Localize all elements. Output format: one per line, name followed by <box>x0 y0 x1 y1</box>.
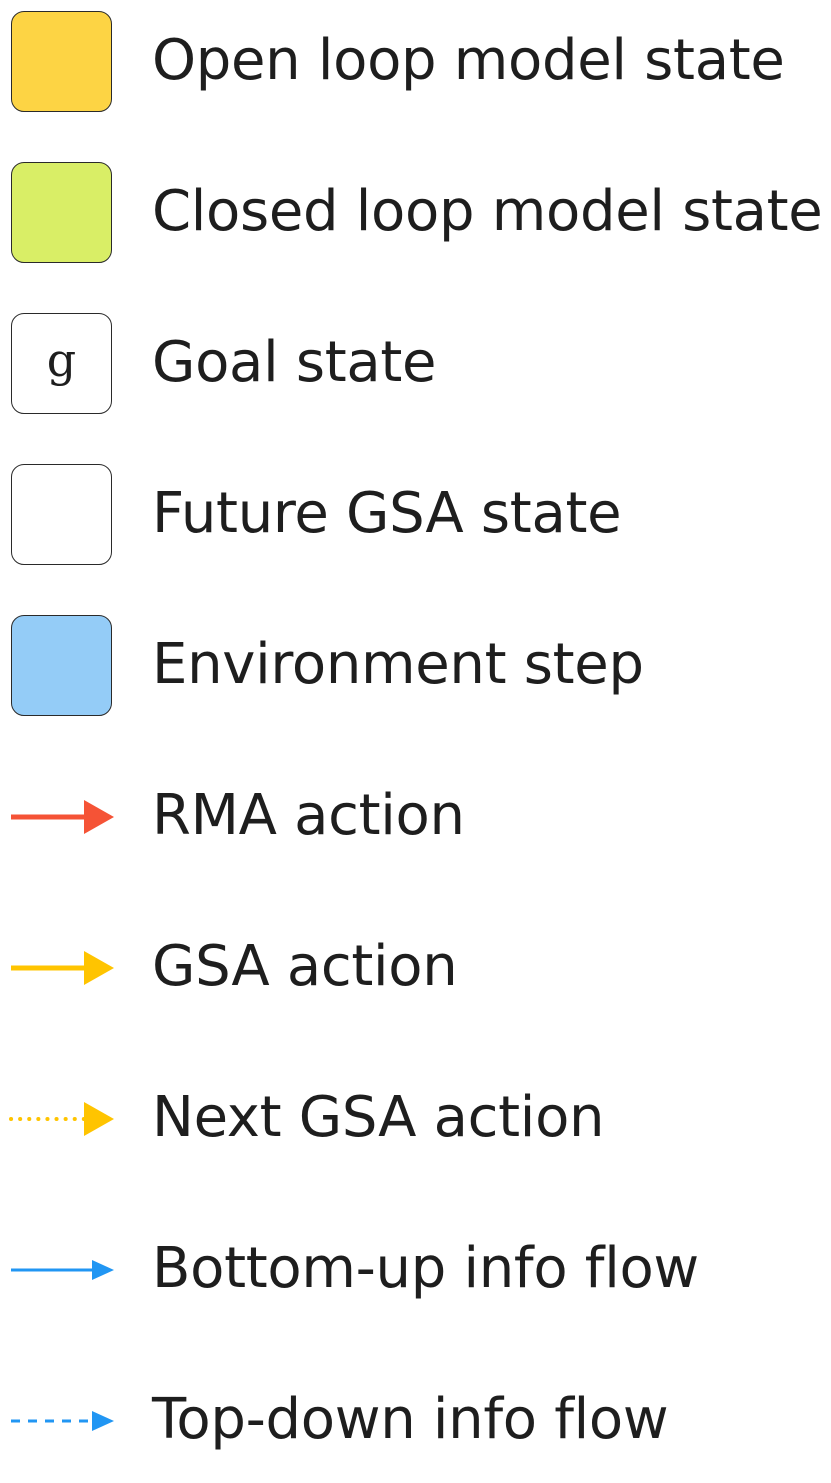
goal-state-swatch: g <box>11 313 112 414</box>
legend-item-open-loop-model-state: Open loop model state <box>0 11 831 115</box>
closed-loop-model-state-swatch <box>11 162 112 263</box>
legend-item-environment-step: Environment step <box>0 615 831 719</box>
arrow-head <box>84 800 114 834</box>
bottom-up-info-flow-arrow-icon <box>11 1260 114 1280</box>
gsa-action-arrow-icon <box>11 951 114 985</box>
top-down-info-flow-arrow-icon <box>11 1411 114 1431</box>
legend-item-bottom-up-info-flow: Bottom-up info flow <box>0 1219 831 1323</box>
legend-label: Environment step <box>152 632 644 697</box>
legend-item-next-gsa-action: Next GSA action <box>0 1068 831 1172</box>
next-gsa-action-arrow-icon <box>9 1102 114 1136</box>
legend-label: GSA action <box>152 934 458 999</box>
legend-item-future-gsa-state: Future GSA state <box>0 464 831 568</box>
legend-item-top-down-info-flow: Top-down info flow <box>0 1370 831 1474</box>
legend-item-goal-state: g Goal state <box>0 313 831 417</box>
open-loop-model-state-swatch <box>11 11 112 112</box>
arrow-head <box>92 1411 114 1431</box>
arrow-head <box>84 1102 114 1136</box>
arrow-head <box>92 1260 114 1280</box>
legend-label: RMA action <box>152 783 465 848</box>
legend-label: Closed loop model state <box>152 179 823 244</box>
legend-label: Future GSA state <box>152 481 622 546</box>
legend-item-rma-action: RMA action <box>0 766 831 870</box>
legend-label: Next GSA action <box>152 1085 605 1150</box>
future-gsa-state-swatch <box>11 464 112 565</box>
goal-glyph: g <box>46 332 77 387</box>
legend-item-closed-loop-model-state: Closed loop model state <box>0 162 831 266</box>
legend-label: Open loop model state <box>152 28 785 93</box>
legend-item-gsa-action: GSA action <box>0 917 831 1021</box>
rma-action-arrow-icon <box>11 800 114 834</box>
legend-label: Goal state <box>152 330 437 395</box>
legend-label: Bottom-up info flow <box>152 1236 699 1301</box>
environment-step-swatch <box>11 615 112 716</box>
arrow-head <box>84 951 114 985</box>
legend-label: Top-down info flow <box>152 1387 669 1452</box>
